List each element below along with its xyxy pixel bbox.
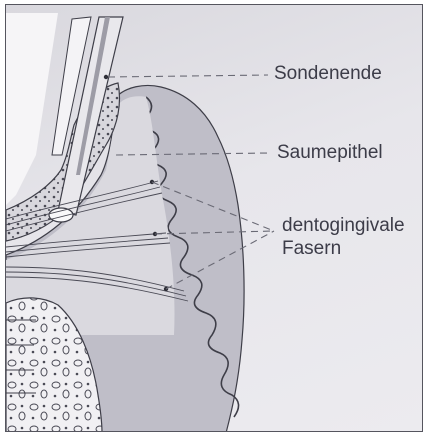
label-dentogingivale: dentogingivale — [282, 215, 405, 237]
tooth-surface — [6, 13, 58, 205]
label-sondenende: Sondenende — [274, 63, 382, 85]
label-fasern: Fasern — [282, 238, 341, 260]
label-saumepithel: Saumepithel — [277, 142, 383, 164]
diagram-frame: Sondenende Saumepithel dentogingivale Fa… — [5, 4, 423, 432]
